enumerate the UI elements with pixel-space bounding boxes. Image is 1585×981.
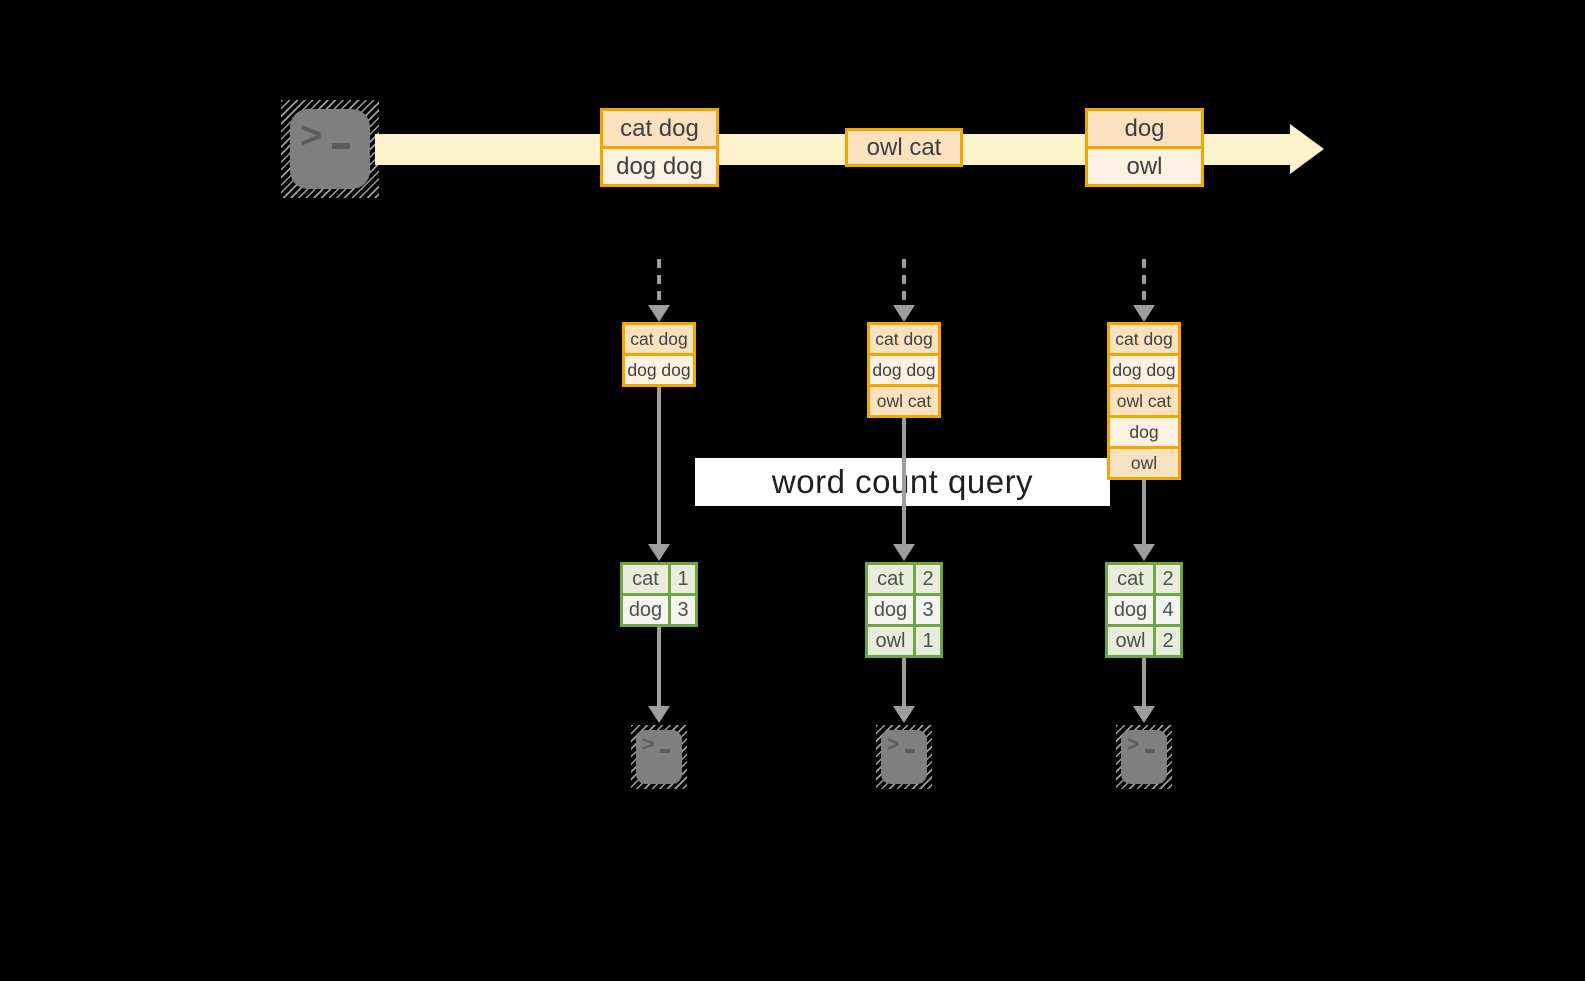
batch-line: cat dog	[625, 325, 693, 353]
batch-line: owl cat	[1110, 387, 1178, 415]
terminal-icon: >	[1116, 725, 1172, 789]
arrow-head-icon	[648, 544, 670, 561]
flow-line	[657, 387, 661, 545]
batch-line: dog dog	[870, 356, 938, 384]
batch-line: owl	[1110, 449, 1178, 477]
word-cell: dog	[1108, 596, 1153, 624]
count-cell: 3	[916, 596, 940, 624]
terminal-prompt-icon: >	[1127, 733, 1140, 756]
batch-line: owl cat	[870, 387, 938, 415]
terminal-icon: >	[876, 725, 932, 789]
count-cell: 2	[1156, 565, 1180, 593]
batch-line: dog dog	[625, 356, 693, 384]
terminal-icon-body: >	[881, 730, 927, 784]
batch-line: dog	[1110, 418, 1178, 446]
terminal-cursor-icon	[332, 143, 350, 149]
arrow-head-icon	[893, 305, 915, 322]
word-cell: owl	[1108, 627, 1153, 655]
arrow-head-icon	[893, 706, 915, 723]
flow-line	[902, 418, 906, 545]
stream-batch-1: cat dog dog dog	[600, 108, 719, 187]
terminal-prompt-icon: >	[300, 115, 323, 157]
arrow-head-icon	[1133, 544, 1155, 561]
flow-line	[657, 627, 661, 707]
batch-line: dog dog	[1110, 356, 1178, 384]
terminal-prompt-icon: >	[642, 733, 655, 756]
terminal-cursor-icon	[905, 749, 915, 753]
stream-arrowhead-icon	[1290, 124, 1324, 174]
dashed-arrow	[1142, 259, 1146, 305]
flow-line	[1142, 480, 1146, 545]
count-cell: 3	[671, 596, 695, 624]
micro-batch-2: cat dog dog dog owl cat	[867, 322, 941, 418]
batch-line: cat dog	[870, 325, 938, 353]
terminal-icon: >	[631, 725, 687, 789]
terminal-icon: >	[281, 100, 379, 198]
word-cell: cat	[1108, 565, 1153, 593]
flow-line	[1142, 658, 1146, 707]
count-cell: 2	[916, 565, 940, 593]
batch-line: owl cat	[848, 131, 960, 164]
batch-line: cat dog	[1110, 325, 1178, 353]
arrow-head-icon	[648, 706, 670, 723]
arrow-head-icon	[1133, 305, 1155, 322]
dashed-arrow	[902, 259, 906, 305]
arrow-head-icon	[893, 544, 915, 561]
terminal-icon-body: >	[636, 730, 682, 784]
terminal-prompt-icon: >	[887, 733, 900, 756]
word-cell: dog	[623, 596, 668, 624]
arrow-head-icon	[1133, 706, 1155, 723]
batch-line: cat dog	[603, 111, 716, 146]
batch-line: dog dog	[603, 149, 716, 184]
word-cell: cat	[868, 565, 913, 593]
word-cell: owl	[868, 627, 913, 655]
word-count-table-1: cat 1 dog 3	[620, 562, 698, 627]
terminal-cursor-icon	[660, 749, 670, 753]
stream-batch-3: dog owl	[1085, 108, 1204, 187]
word-count-table-3: cat 2 dog 4 owl 2	[1105, 562, 1183, 658]
terminal-icon-body: >	[290, 109, 370, 189]
terminal-icon-body: >	[1121, 730, 1167, 784]
count-cell: 1	[916, 627, 940, 655]
flow-line	[902, 658, 906, 707]
dashed-arrow	[657, 259, 661, 305]
word-count-table-2: cat 2 dog 3 owl 1	[865, 562, 943, 658]
count-cell: 1	[671, 565, 695, 593]
micro-batch-1: cat dog dog dog	[622, 322, 696, 387]
word-cell: cat	[623, 565, 668, 593]
micro-batch-3: cat dog dog dog owl cat dog owl	[1107, 322, 1181, 480]
word-cell: dog	[868, 596, 913, 624]
count-cell: 4	[1156, 596, 1180, 624]
terminal-cursor-icon	[1145, 749, 1155, 753]
count-cell: 2	[1156, 627, 1180, 655]
arrow-head-icon	[648, 305, 670, 322]
stream-batch-2: owl cat	[845, 128, 963, 167]
batch-line: owl	[1088, 149, 1201, 184]
batch-line: dog	[1088, 111, 1201, 146]
